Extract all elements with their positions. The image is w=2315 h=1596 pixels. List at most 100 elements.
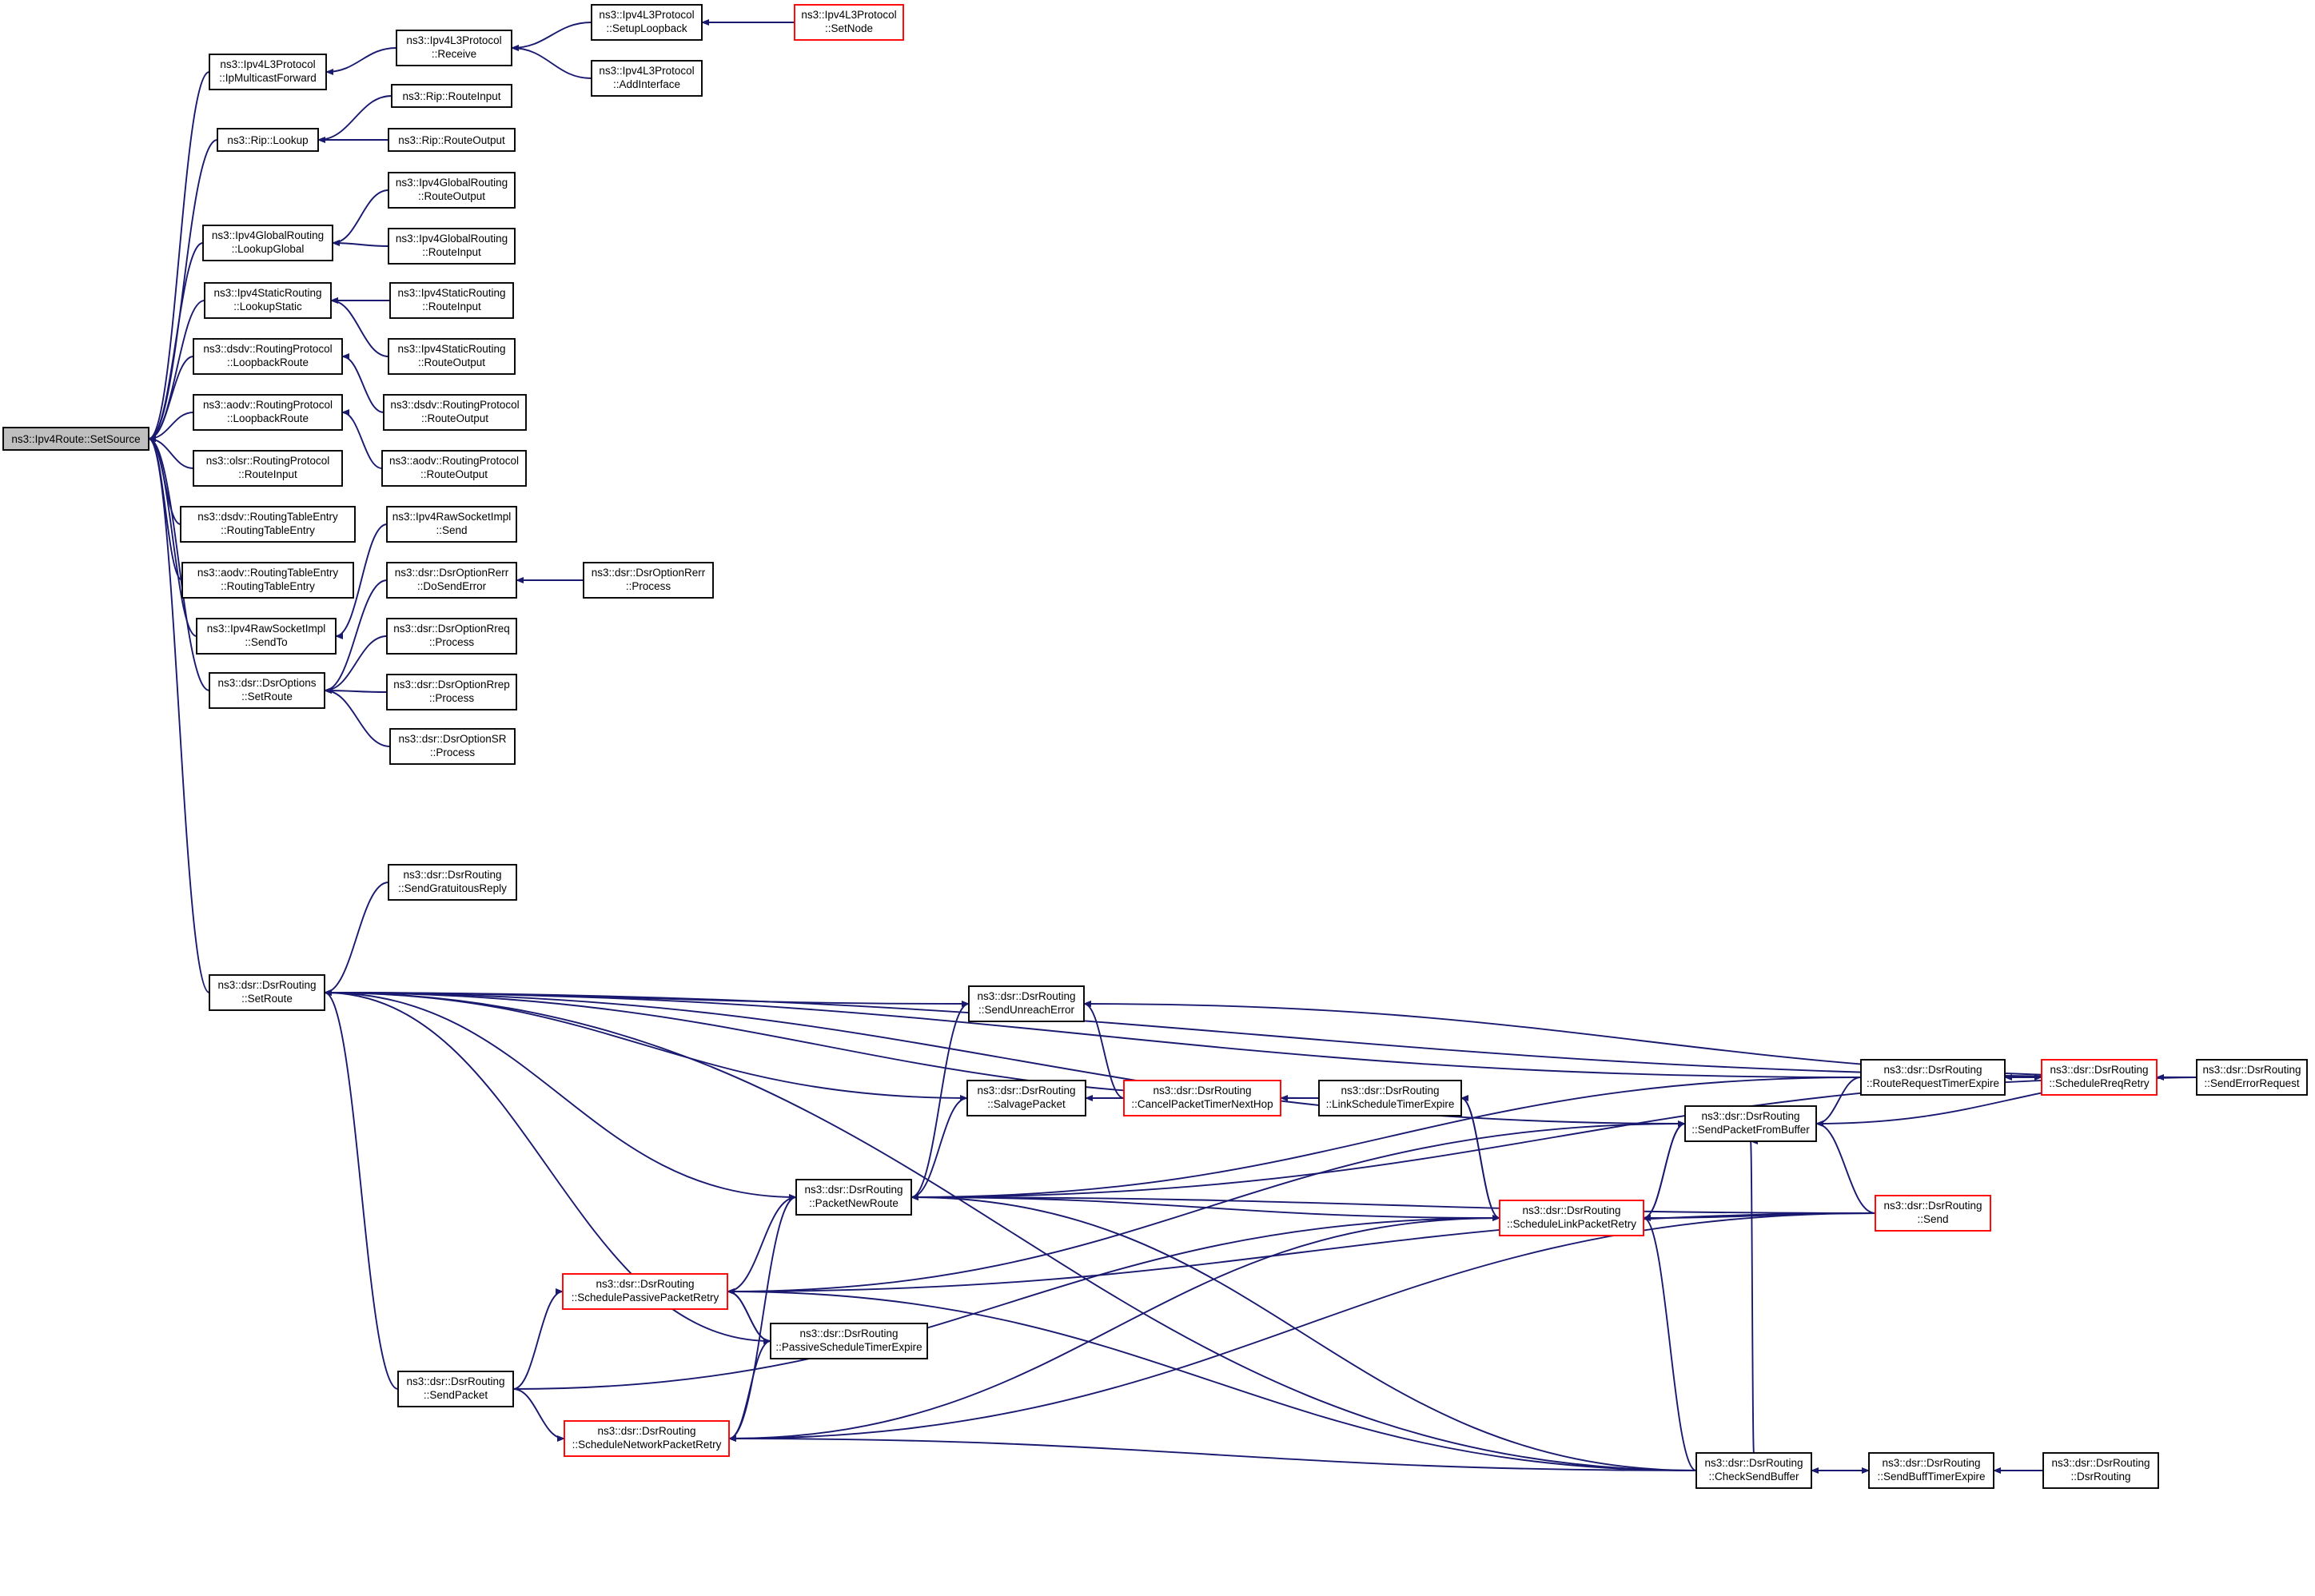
node-recv[interactable]: ns3::Ipv4L3Protocol::Receive — [396, 30, 512, 66]
node-label: ns3::dsr::DsrRouting — [2051, 1457, 2150, 1469]
node-glook[interactable]: ns3::Ipv4GlobalRouting::LookupGlobal — [202, 225, 333, 261]
node-label: ::SendGratuitousReply — [398, 882, 507, 894]
node-root[interactable]: ns3::Ipv4Route::SetSource — [2, 427, 149, 451]
node-setnode[interactable]: ns3::Ipv4L3Protocol::SetNode — [794, 4, 904, 41]
node-label: ns3::Ipv4Route::SetSource — [11, 433, 140, 445]
node-label: ::RoutingTableEntry — [221, 580, 315, 592]
node-ripout[interactable]: ns3::Rip::RouteOutput — [388, 128, 516, 152]
node-gout[interactable]: ns3::Ipv4GlobalRouting::RouteOutput — [388, 172, 516, 209]
node-dsrctor[interactable]: ns3::dsr::DsrRouting::DsrRouting — [2042, 1452, 2159, 1489]
node-aodvrte[interactable]: ns3::aodv::RoutingTableEntry::RoutingTab… — [181, 562, 354, 599]
node-box — [1875, 1195, 1991, 1232]
node-pnr[interactable]: ns3::dsr::DsrRouting::PacketNewRoute — [795, 1179, 912, 1216]
node-salv[interactable]: ns3::dsr::DsrRouting::SalvagePacket — [966, 1080, 1086, 1116]
node-box — [181, 562, 354, 599]
edge-spfb-to-sppr — [727, 1123, 1686, 1295]
node-gin[interactable]: ns3::Ipv4GlobalRouting::RouteInput — [388, 228, 516, 265]
node-box — [1695, 1452, 1812, 1489]
node-label: ::ScheduleRreqRetry — [2049, 1077, 2150, 1089]
edge-ser-to-sue — [1083, 1001, 2197, 1078]
node-aodvlb[interactable]: ns3::aodv::RoutingProtocol::LoopbackRout… — [193, 394, 343, 431]
node-label: ns3::olsr::RoutingProtocol — [206, 455, 330, 467]
edge-rawsendto-to-root — [148, 436, 197, 637]
edge-ripin-to-riplookup — [317, 95, 392, 143]
node-sout[interactable]: ns3::Ipv4StaticRouting::RouteOutput — [388, 338, 516, 375]
node-sppr[interactable]: ns3::dsr::DsrRouting::SchedulePassivePac… — [562, 1273, 728, 1310]
node-olsrin[interactable]: ns3::olsr::RoutingProtocol::RouteInput — [193, 450, 343, 487]
node-dsroptsr[interactable]: ns3::dsr::DsrOptions::SetRoute — [209, 672, 325, 709]
node-box — [1318, 1080, 1462, 1116]
edge-csb-to-snpr — [728, 1435, 1697, 1471]
node-ripin[interactable]: ns3::Rip::RouteInput — [391, 84, 512, 108]
node-spfb[interactable]: ns3::dsr::DsrRouting::SendPacketFromBuff… — [1684, 1105, 1817, 1142]
node-dsdvrte[interactable]: ns3::dsdv::RoutingTableEntry::RoutingTab… — [180, 506, 356, 543]
node-sue[interactable]: ns3::dsr::DsrRouting::SendUnreachError — [968, 985, 1085, 1022]
node-label: ns3::dsr::DsrOptionRerr — [395, 567, 509, 579]
node-label: ns3::dsr::DsrRouting — [1341, 1085, 1439, 1097]
node-snpr[interactable]: ns3::dsr::DsrRouting::ScheduleNetworkPac… — [564, 1420, 730, 1457]
node-label: ns3::dsdv::RoutingProtocol — [390, 399, 519, 411]
node-sbte[interactable]: ns3::dsr::DsrRouting::SendBuffTimerExpir… — [1868, 1452, 1994, 1489]
node-dsdvout[interactable]: ns3::dsdv::RoutingProtocol::RouteOutput — [383, 394, 527, 431]
node-slook[interactable]: ns3::Ipv4StaticRouting::LookupStatic — [204, 282, 332, 319]
node-label: ns3::dsr::DsrRouting — [977, 1085, 1075, 1097]
node-srproc[interactable]: ns3::dsr::DsrOptionSR::Process — [389, 728, 516, 765]
node-label: ::SchedulePassivePacketRetry — [572, 1292, 719, 1303]
node-label: ns3::Ipv4L3Protocol — [801, 9, 896, 21]
node-box — [202, 225, 333, 261]
node-label: ::LookupStatic — [233, 300, 302, 312]
node-rawsend[interactable]: ns3::Ipv4RawSocketImpl::Send — [386, 506, 517, 543]
node-box — [2196, 1059, 2308, 1096]
edge-csb-to-slpr — [1643, 1215, 1697, 1471]
node-label: ns3::Ipv4StaticRouting — [397, 343, 505, 355]
node-label: ns3::dsr::DsrRouting — [1153, 1085, 1251, 1097]
edge-sendp-to-snpr — [512, 1388, 565, 1442]
node-box — [1684, 1105, 1817, 1142]
node-dsdvlb[interactable]: ns3::dsdv::RoutingProtocol::LoopbackRout… — [193, 338, 343, 375]
node-aodvout[interactable]: ns3::aodv::RoutingProtocol::RouteOutput — [381, 450, 527, 487]
node-box — [386, 562, 517, 599]
node-rerrproc[interactable]: ns3::dsr::DsrOptionRerr::Process — [583, 562, 714, 599]
node-box — [388, 864, 517, 901]
node-rrte[interactable]: ns3::dsr::DsrRouting::RouteRequestTimerE… — [1860, 1059, 2006, 1096]
node-box — [583, 562, 714, 599]
node-rawsendto[interactable]: ns3::Ipv4RawSocketImpl::SendTo — [196, 618, 337, 655]
node-label: ns3::aodv::RoutingTableEntry — [197, 567, 339, 579]
node-rrepproc[interactable]: ns3::dsr::DsrOptionRrep::Process — [386, 674, 517, 710]
node-addif[interactable]: ns3::Ipv4L3Protocol::AddInterface — [591, 60, 703, 97]
edge-sout-to-slook — [330, 297, 389, 357]
edge-csb-to-pnr — [910, 1194, 1697, 1471]
edge-send-to-sppr — [727, 1212, 1876, 1295]
node-srr[interactable]: ns3::dsr::DsrRouting::ScheduleRreqRetry — [2041, 1059, 2158, 1096]
node-rerrdo[interactable]: ns3::dsr::DsrOptionRerr::DoSendError — [386, 562, 517, 599]
node-box — [196, 618, 337, 655]
node-cptnh[interactable]: ns3::dsr::DsrRouting::CancelPacketTimerN… — [1123, 1080, 1281, 1116]
node-sendp[interactable]: ns3::dsr::DsrRouting::SendPacket — [397, 1371, 514, 1407]
node-rreqproc[interactable]: ns3::dsr::DsrOptionRreq::Process — [386, 618, 517, 655]
node-label: ::Send — [1917, 1213, 1948, 1225]
node-box — [209, 974, 325, 1011]
node-slpr[interactable]: ns3::dsr::DsrRouting::ScheduleLinkPacket… — [1499, 1200, 1644, 1236]
node-label: ns3::dsr::DsrOptionRreq — [393, 623, 510, 635]
node-pste[interactable]: ns3::dsr::DsrRouting::PassiveScheduleTim… — [770, 1323, 928, 1359]
node-sin[interactable]: ns3::Ipv4StaticRouting::RouteInput — [389, 282, 514, 319]
node-ipmf[interactable]: ns3::Ipv4L3Protocol::IpMulticastForward — [209, 54, 327, 90]
node-label: ::PassiveScheduleTimerExpire — [775, 1341, 922, 1353]
node-setlb[interactable]: ns3::Ipv4L3Protocol::SetupLoopback — [591, 4, 703, 41]
node-box — [388, 228, 516, 265]
edge-setlb-to-recv — [511, 22, 592, 51]
node-csb[interactable]: ns3::dsr::DsrRouting::CheckSendBuffer — [1695, 1452, 1812, 1489]
node-send[interactable]: ns3::dsr::DsrRouting::Send — [1875, 1195, 1991, 1232]
node-riplookup[interactable]: ns3::Rip::Lookup — [217, 128, 319, 152]
node-box — [386, 618, 517, 655]
node-label: ::Process — [429, 692, 475, 704]
node-dsrsr[interactable]: ns3::dsr::DsrRouting::SetRoute — [209, 974, 325, 1011]
node-label: ns3::Ipv4GlobalRouting — [212, 229, 324, 241]
edge-ipmf-to-root — [148, 71, 210, 442]
node-lste[interactable]: ns3::dsr::DsrRouting::LinkScheduleTimerE… — [1318, 1080, 1462, 1116]
node-ser[interactable]: ns3::dsr::DsrRouting::SendErrorRequest — [2196, 1059, 2308, 1096]
node-label: ns3::Ipv4L3Protocol — [599, 65, 694, 77]
node-label: ::SendErrorRequest — [2204, 1077, 2300, 1089]
node-sgr[interactable]: ns3::dsr::DsrRouting::SendGratuitousRepl… — [388, 864, 517, 901]
